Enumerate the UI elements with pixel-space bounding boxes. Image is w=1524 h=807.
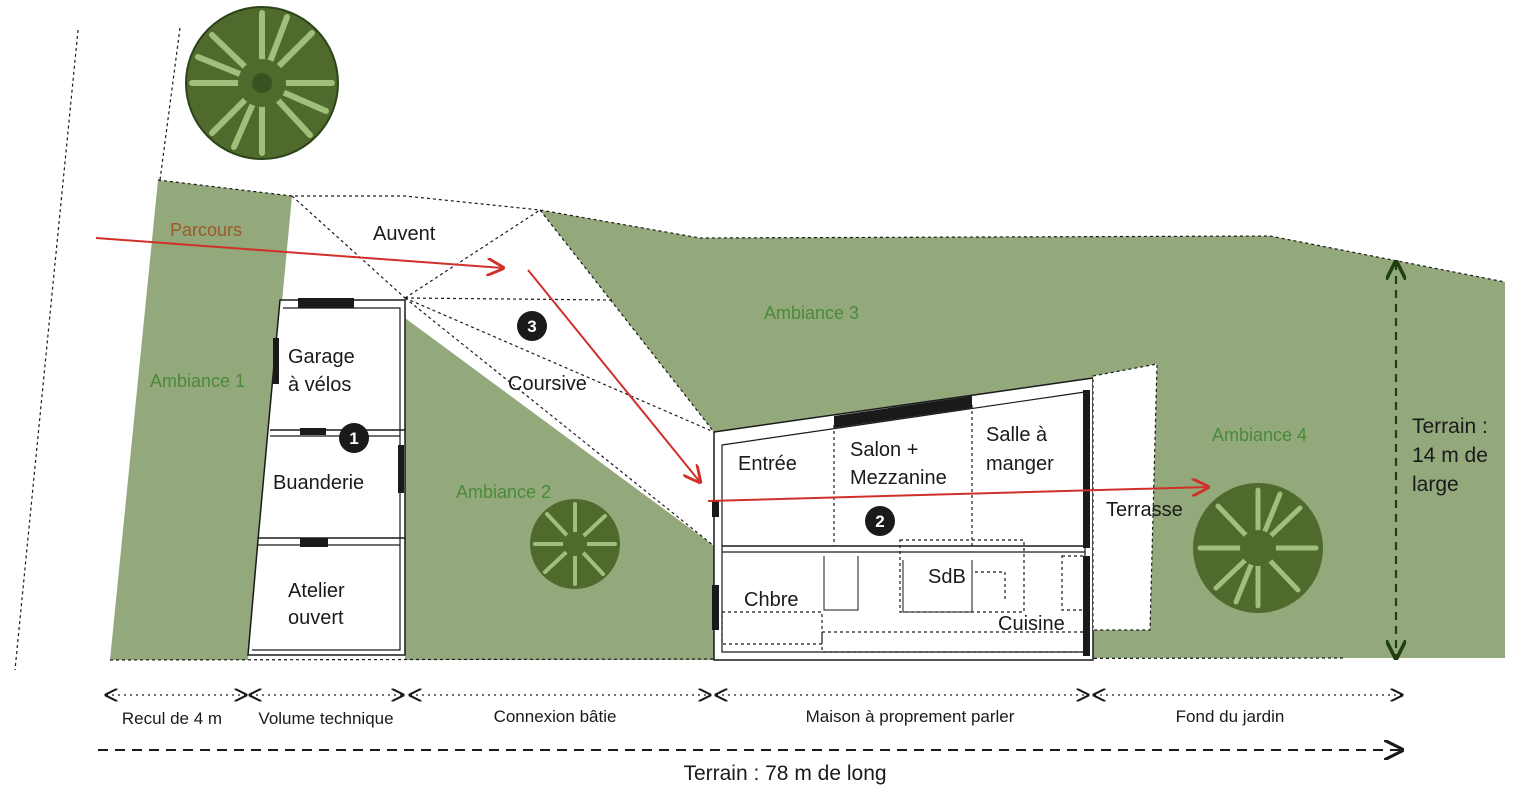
dim-recul-label: Recul de 4 m [122,709,222,728]
width-label-line3: large [1412,473,1459,496]
boundary-line [159,27,181,181]
volume-technique [247,298,406,656]
atelier-label-line2: ouvert [288,607,344,629]
dim-fond-label: Fond du jardin [1176,707,1285,726]
terrasse-label: Terrasse [1106,499,1183,521]
boundary-line [109,657,1346,661]
dim-maison-label: Maison à proprement parler [806,707,1015,726]
chbre-label: Chbre [744,589,798,611]
salon-label-line2: Mezzanine [850,467,947,489]
dim-volume-label: Volume technique [258,709,393,728]
coursive-label: Coursive [508,373,587,395]
ambiance-4-label: Ambiance 4 [1212,425,1307,445]
marker-1: 1 [339,423,369,453]
ambiance-1-label: Ambiance 1 [150,371,245,391]
parcours-label: Parcours [170,220,242,240]
dim-connexion-label: Connexion bâtie [494,707,617,726]
width-label-line2: 14 m de [1412,444,1488,467]
cuisine-label: Cuisine [998,613,1065,635]
salon-label-line1: Salon + [850,439,918,461]
garage-label-line2: à vélos [288,374,351,396]
boundary-line [14,29,79,671]
svg-text:3: 3 [527,317,536,336]
terrasse-area [1092,363,1158,631]
ambiance-3-label: Ambiance 3 [764,303,859,323]
svg-text:2: 2 [875,512,884,531]
tree-icon [530,499,620,589]
buanderie-label: Buanderie [273,472,364,494]
ambiance-2-label: Ambiance 2 [456,482,551,502]
auvent-outline [291,195,715,547]
path-arrow [707,487,1208,502]
auvent-label: Auvent [373,223,436,245]
path-arrow [95,237,503,268]
sdb-label: SdB [928,566,966,588]
tree-icon [185,6,339,160]
garage-label-line1: Garage [288,346,355,368]
width-label-line1: Terrain : [1412,415,1488,438]
marker-3: 3 [517,311,547,341]
zone-ambiance-2 [405,318,714,660]
atelier-label-line1: Atelier [288,580,345,602]
entree-label: Entrée [738,453,797,475]
length-label: Terrain : 78 m de long [683,762,886,785]
path-arrow [527,269,700,482]
salle-a-manger-label-line1: Salle à [986,424,1048,446]
tree-icon [1193,483,1323,613]
salle-a-manger-label-line2: manger [986,453,1054,475]
main-house [712,377,1094,661]
marker-2: 2 [865,506,895,536]
svg-text:1: 1 [349,429,358,448]
zone-ambiance-1 [110,180,292,660]
